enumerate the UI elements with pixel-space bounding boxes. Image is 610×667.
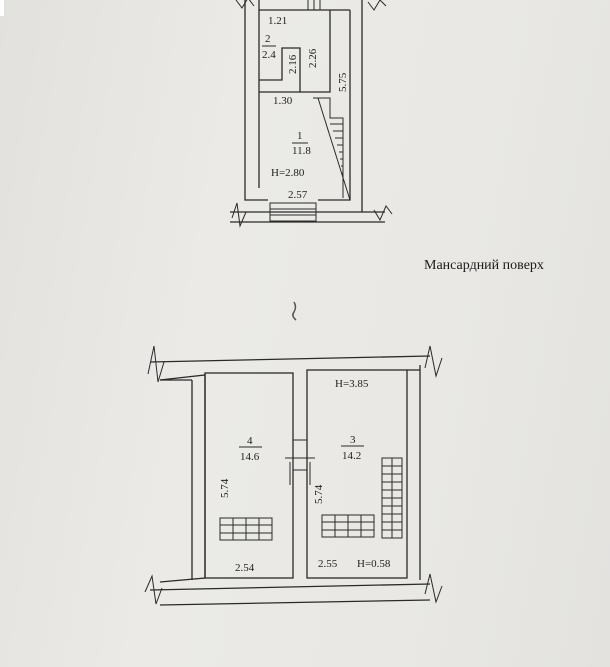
room-number: 3 xyxy=(350,434,356,446)
dim-label: 5.75 xyxy=(337,72,349,92)
edge-mark xyxy=(0,0,4,16)
dim-label: 1.30 xyxy=(273,95,293,107)
break-mark xyxy=(373,205,393,222)
room-4-outline xyxy=(204,372,294,579)
dim-label: 2.57 xyxy=(288,189,308,201)
dim-label: 2.26 xyxy=(307,48,319,68)
break-mark xyxy=(424,345,443,378)
stray-mark xyxy=(292,301,297,321)
entrance-step xyxy=(269,202,317,222)
top-wall-outer xyxy=(149,355,431,363)
floor-title: Мансардний поверх xyxy=(424,258,544,273)
dim-label: 2.55 xyxy=(318,558,338,570)
break-mark xyxy=(424,573,443,604)
floor-hatch-room-3 xyxy=(321,514,375,538)
room-2-partition xyxy=(259,10,331,93)
room-number: 4 xyxy=(247,435,253,447)
break-mark xyxy=(231,202,247,228)
outer-wall-left xyxy=(244,0,268,201)
room-area: 14.2 xyxy=(342,450,361,462)
room-number: 1 xyxy=(297,130,303,142)
left-wall-outer xyxy=(159,374,206,583)
dim-label: 2.54 xyxy=(235,562,255,574)
height-label: H=2.80 xyxy=(271,167,305,179)
room-area: 11.8 xyxy=(292,145,311,157)
staircase xyxy=(313,97,351,201)
dim-label: 2.16 xyxy=(287,54,299,74)
break-mark xyxy=(367,0,387,11)
room-3-outline xyxy=(306,369,408,579)
room-number: 2 xyxy=(265,33,271,45)
height-label: H=0.58 xyxy=(357,558,391,570)
staircase xyxy=(381,457,403,539)
bottom-wall-outer-2 xyxy=(159,599,431,606)
attic-floor-plan: H=3.85 4 14.6 3 14.2 5.74 2.54 5.74 2.55… xyxy=(144,345,443,606)
floor-hatch-room-4 xyxy=(219,517,273,541)
dim-label: 1.21 xyxy=(268,15,287,27)
dim-label: 5.74 xyxy=(219,478,231,498)
ground-floor-plan: 1.21 2 2.4 2.16 2.26 5.75 1.30 1 11.8 H=… xyxy=(230,0,393,228)
outer-wall-right xyxy=(318,10,351,201)
room-area: 14.6 xyxy=(240,451,260,463)
height-label: H=3.85 xyxy=(335,378,369,390)
room-area: 2.4 xyxy=(262,49,276,61)
bottom-wall-outer xyxy=(149,583,431,591)
break-mark xyxy=(235,0,255,9)
break-mark xyxy=(144,574,163,605)
break-mark xyxy=(147,345,165,383)
dim-label: 5.74 xyxy=(313,484,325,504)
